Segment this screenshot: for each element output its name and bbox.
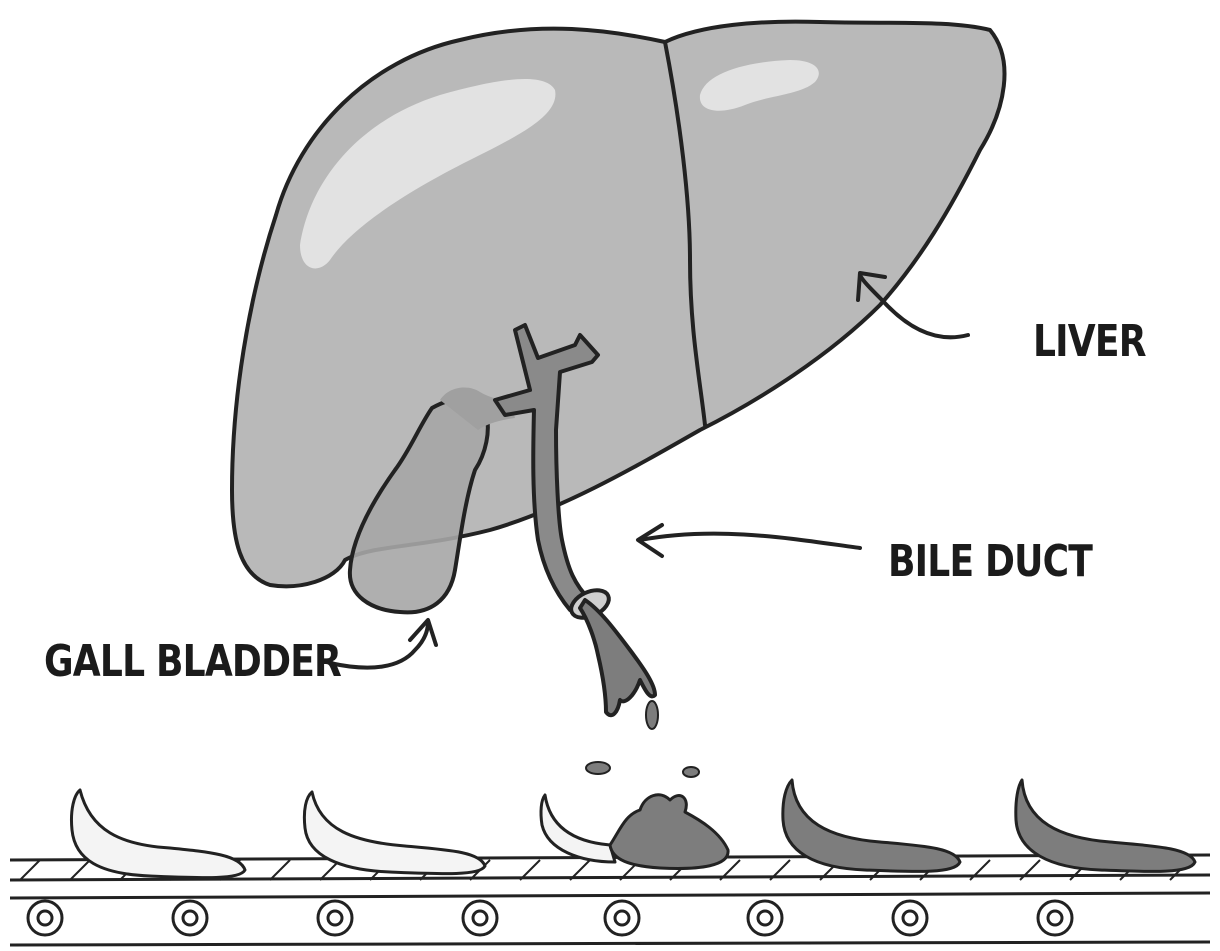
liver [232,22,1004,587]
gall-bladder-label: GALL BLADDER [44,636,341,687]
fat-digested [783,780,960,872]
roller [28,901,62,935]
fat-undigested [71,790,245,878]
liver-body [232,22,1004,587]
bile-drop [683,767,699,777]
bile-drops [586,701,699,777]
bile-drop [586,762,610,774]
roller [463,901,497,935]
roller [748,901,782,935]
bile-drop [646,701,658,729]
fat-emulsifying [541,795,615,862]
roller [318,901,352,935]
roller [173,901,207,935]
food-items [71,780,1195,878]
rollers [28,901,1072,935]
fat-digested [1016,780,1195,872]
bile-stream [580,600,655,715]
fat-emulsifying-bile [610,795,728,869]
bile-duct-arrow-head [638,525,662,556]
belt-bottom-edge [10,893,1210,898]
belt-floor [10,942,1210,945]
liver-label: LIVER [1033,316,1146,367]
fat-undigested [304,792,485,874]
bile-duct-label: BILE DUCT [888,536,1092,587]
roller [893,901,927,935]
roller [1038,901,1072,935]
bile-duct-arrow [640,534,860,548]
roller [605,901,639,935]
gall-bladder-arrow [330,622,428,668]
